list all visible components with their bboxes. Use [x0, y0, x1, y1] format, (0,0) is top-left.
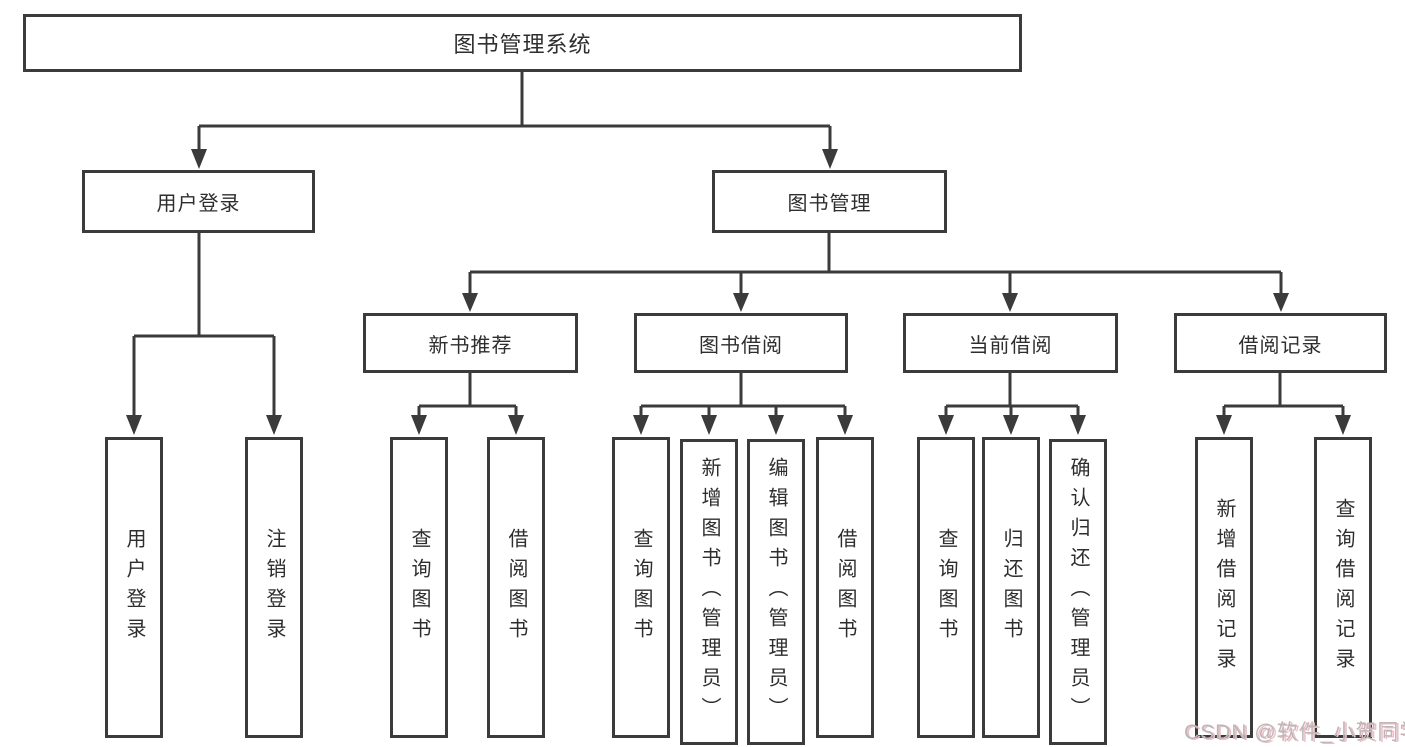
edges-current-borrowing [938, 373, 1086, 435]
leaf-borrow-books-recommend: 借阅图书 [487, 437, 545, 738]
leaf-query-books-borrowing: 查询图书 [612, 437, 670, 738]
node-library-management-system: 图书管理系统 [23, 14, 1022, 72]
leaf-logout: 注销登录 [245, 437, 303, 738]
node-book-borrowing: 图书借阅 [634, 313, 848, 373]
edges-borrowing-records [1216, 373, 1351, 435]
leaf-add-book-admin: 新增图书（管理员） [680, 439, 738, 745]
leaf-user-login: 用户登录 [105, 437, 163, 738]
leaf-add-borrow-record: 新增借阅记录 [1195, 437, 1253, 738]
edges-root-to-level2 [191, 72, 838, 169]
edges-book-borrowing [633, 373, 853, 435]
leaf-confirm-return-admin: 确认归还（管理员） [1049, 439, 1107, 745]
leaf-return-book: 归还图书 [982, 437, 1040, 738]
edges-new-book-recommendation [411, 373, 524, 435]
leaf-query-books-current: 查询图书 [917, 437, 975, 738]
watermark: CSDN @软件_小贺同学 [1184, 721, 1405, 744]
node-borrowing-records: 借阅记录 [1174, 313, 1387, 373]
leaf-edit-book-admin: 编辑图书（管理员） [747, 439, 805, 745]
leaf-query-books-recommend: 查询图书 [390, 437, 448, 738]
edges-user-login [126, 233, 282, 435]
node-user-login: 用户登录 [82, 170, 315, 233]
leaf-query-borrow-record: 查询借阅记录 [1314, 437, 1372, 738]
leaf-borrow-books-borrowing: 借阅图书 [816, 437, 874, 738]
edges-book-management [462, 233, 1289, 312]
node-book-management: 图书管理 [712, 170, 947, 233]
node-new-book-recommendation: 新书推荐 [363, 313, 578, 373]
node-current-borrowing: 当前借阅 [903, 313, 1118, 373]
